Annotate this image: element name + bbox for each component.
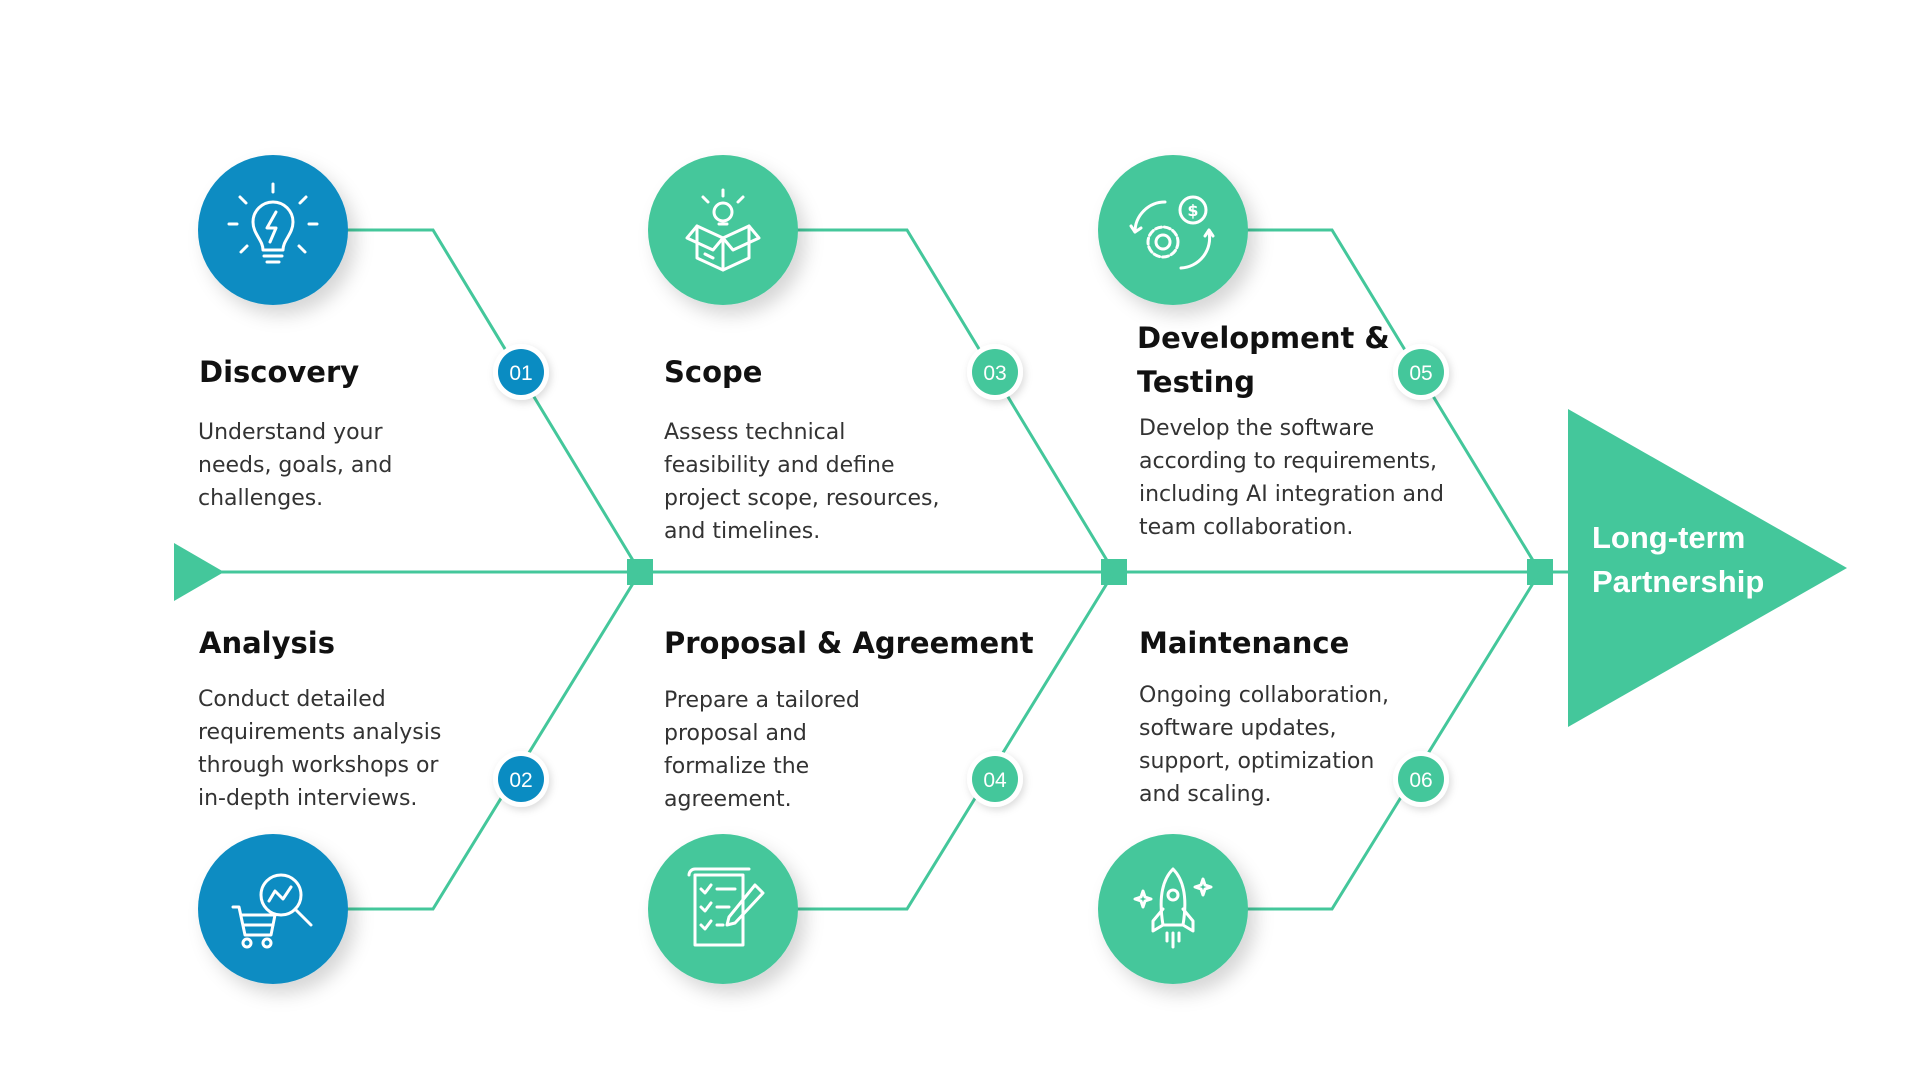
badge-number: 02 <box>509 769 532 792</box>
spine-start-arrow <box>174 543 224 601</box>
step-badge-02: 02 <box>493 751 549 807</box>
branch-line <box>345 571 642 911</box>
step-05-icon-circle: $ <box>1098 155 1248 305</box>
step-title-discovery: Discovery <box>199 355 360 389</box>
branch-line <box>795 571 1116 911</box>
branch-line <box>1245 228 1542 573</box>
step-title-development-testing: Development & Testing <box>1137 321 1390 399</box>
step-desc-maintenance: Ongoing collaboration, software updates,… <box>1139 683 1390 807</box>
step-badge-06: 06 <box>1393 751 1449 807</box>
step-badge-04: 04 <box>967 751 1023 807</box>
step-title-maintenance: Maintenance <box>1139 626 1350 660</box>
step-title-scope: Scope <box>664 355 763 389</box>
step-badge-03: 03 <box>967 344 1023 400</box>
lightbulb-icon <box>227 182 319 264</box>
badge-number: 05 <box>1409 362 1432 385</box>
end-arrow <box>1568 409 1847 727</box>
step-title-proposal-agreement: Proposal & Agreement <box>664 626 1034 660</box>
badge-number: 06 <box>1409 769 1432 792</box>
badge-number: 03 <box>983 362 1006 385</box>
step-03-icon-circle <box>648 155 798 305</box>
step-badge-01: 01 <box>493 344 549 400</box>
step-01-icon-circle <box>198 155 348 305</box>
idea-box-icon <box>685 188 761 272</box>
step-04-icon-circle <box>648 834 798 984</box>
branch-line <box>1245 571 1542 911</box>
step-desc-scope: Assess technical feasibility and define … <box>664 420 940 544</box>
branch-line <box>345 228 642 573</box>
step-desc-analysis: Conduct detailed requirements analysis t… <box>198 687 442 811</box>
gear-dollar-icon: $ <box>1129 195 1215 270</box>
step-02-icon-circle <box>198 834 348 984</box>
rocket-icon <box>1133 867 1213 949</box>
step-desc-development-testing: Develop the software according to requir… <box>1139 416 1444 540</box>
badge-number: 01 <box>509 362 532 385</box>
step-desc-proposal-agreement: Prepare a tailored proposal and formaliz… <box>664 688 860 812</box>
svg-text:$: $ <box>1187 201 1198 220</box>
step-badge-05: 05 <box>1393 344 1449 400</box>
step-title-analysis: Analysis <box>199 626 335 660</box>
branch-line <box>795 228 1116 573</box>
badge-number: 04 <box>983 769 1007 792</box>
step-desc-discovery: Understand your needs, goals, and challe… <box>198 420 393 511</box>
cart-analytics-icon <box>231 873 313 949</box>
step-06-icon-circle <box>1098 834 1248 984</box>
checklist-contract-icon <box>687 867 765 947</box>
end-goal-label: Long-term Partnership <box>1592 520 1765 599</box>
